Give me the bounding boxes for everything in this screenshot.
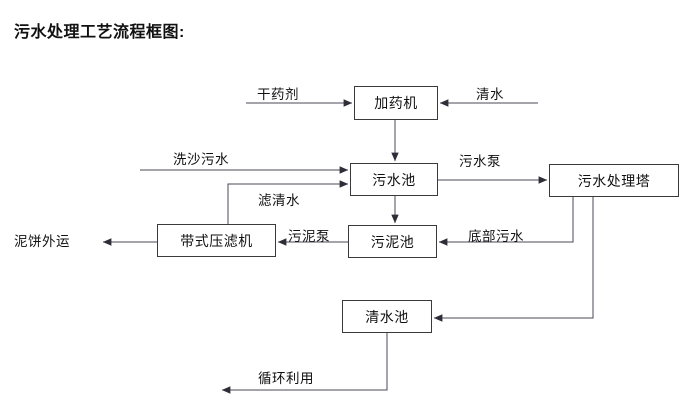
node-label: 带式压滤机 [180, 232, 253, 249]
page-title: 污水处理工艺流程框图: [14, 24, 185, 41]
edge-tower-to-clearwater [433, 197, 594, 322]
node-sludge-pool[interactable]: 污泥池 [348, 225, 437, 258]
edge-label-sludge-pump: 污泥泵 [288, 229, 330, 244]
node-label: 污水处理塔 [577, 172, 651, 189]
node-label: 加药机 [374, 95, 418, 111]
edge-label-dry-reagent: 干药剂 [257, 87, 299, 102]
node-label: 清水池 [365, 308, 409, 325]
node-sewage-pool[interactable]: 污水池 [350, 163, 438, 196]
edge-label-bottom-sewage: 底部污水 [468, 229, 524, 244]
node-dosing-machine[interactable]: 加药机 [354, 86, 438, 120]
terminal-label-mud-cake-out: 泥饼外运 [14, 234, 70, 249]
node-label: 污水池 [372, 171, 416, 188]
edge-recycle [221, 333, 388, 394]
node-clear-water-pool[interactable]: 清水池 [342, 300, 432, 333]
node-belt-filter-press[interactable]: 带式压滤机 [157, 224, 276, 257]
edge-filtrate [227, 180, 349, 224]
edge-label-clean-water: 清水 [476, 87, 504, 102]
edge-label-filtrate-water: 滤清水 [258, 193, 300, 208]
edge-label-sand-wash-water: 洗沙污水 [173, 152, 229, 167]
edge-bottom-sewage [438, 197, 574, 246]
edge-label-recycle-use: 循环利用 [258, 371, 314, 386]
node-treatment-tower[interactable]: 污水处理塔 [549, 164, 679, 197]
node-label: 污泥池 [370, 233, 415, 250]
edge-label-sewage-pump: 污水泵 [459, 154, 501, 169]
